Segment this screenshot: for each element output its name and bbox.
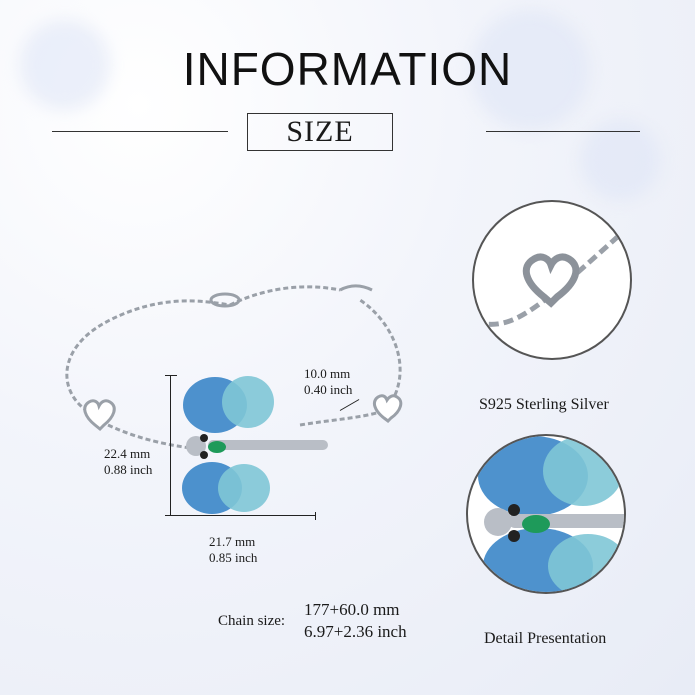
width-measure-cap xyxy=(315,512,316,520)
heart-closeup-icon xyxy=(522,253,580,308)
chain-hook xyxy=(339,284,373,292)
chain-left xyxy=(65,299,231,417)
clasp-dimension: 10.0 mm 0.40 inch xyxy=(304,366,353,397)
heart-charm-icon xyxy=(83,399,116,432)
chain-size-label: Chain size: xyxy=(218,613,286,629)
chain-size-inch: 6.97+2.36 inch xyxy=(304,622,407,641)
height-measure-cap xyxy=(165,375,177,376)
chain-right xyxy=(359,298,402,396)
width-measure-line xyxy=(165,515,315,516)
material-caption: S925 Sterling Silver xyxy=(479,396,609,413)
bokeh-decoration xyxy=(470,10,590,130)
bokeh-decoration xyxy=(580,120,660,200)
height-measure-line xyxy=(170,375,171,515)
heart-detail-image xyxy=(472,200,632,360)
chain-lower-left xyxy=(107,423,191,450)
page-title: INFORMATION xyxy=(182,43,513,95)
chain-extender xyxy=(229,285,341,307)
heart-charm-icon xyxy=(372,394,403,423)
size-heading: SIZE xyxy=(247,113,393,151)
clasp-icon xyxy=(209,292,241,308)
divider-left xyxy=(52,131,228,132)
dragonfly-charm-icon xyxy=(182,376,328,514)
width-dimension: 21.7 mm 0.85 inch xyxy=(209,534,258,565)
divider-right xyxy=(486,131,640,132)
gem-icon xyxy=(522,515,550,533)
height-dimension: 22.4 mm 0.88 inch xyxy=(104,446,153,477)
chain-lower-right xyxy=(299,410,381,427)
bokeh-decoration xyxy=(20,20,110,110)
dragonfly-detail-image xyxy=(466,434,626,594)
chain-size-mm: 177+60.0 mm xyxy=(304,600,400,619)
detail-caption: Detail Presentation xyxy=(484,630,607,647)
